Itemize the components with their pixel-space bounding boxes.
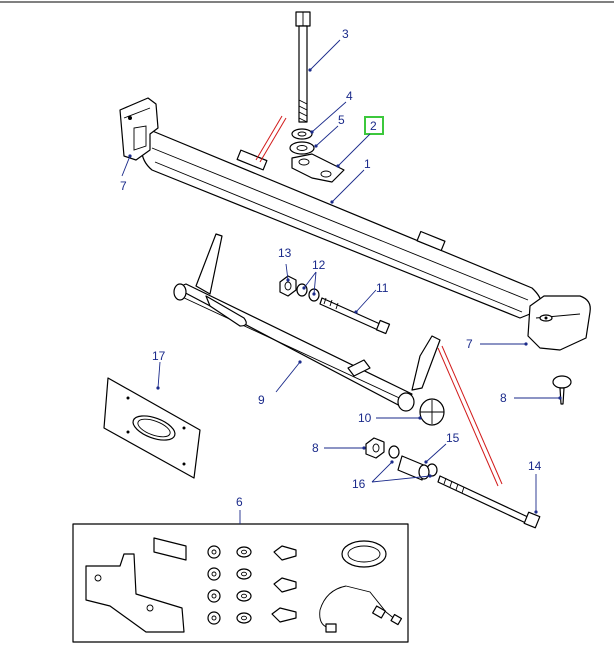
kit-bolts bbox=[271, 545, 297, 623]
callout-5[interactable]: 5 bbox=[338, 113, 345, 127]
nut-9-part[interactable] bbox=[365, 437, 385, 459]
kit-harness bbox=[319, 585, 397, 629]
callout-8[interactable]: 8 bbox=[500, 391, 507, 405]
pivot-tube-part[interactable] bbox=[173, 233, 441, 412]
nut-14-part[interactable] bbox=[279, 275, 297, 297]
washer-13-part[interactable] bbox=[296, 283, 320, 302]
callout-labels: 3 4 5 2 1 7 13 12 11 7 17 9 8 10 15 8 14… bbox=[120, 27, 542, 509]
callout-2[interactable]: 2 bbox=[370, 119, 377, 133]
callout-10[interactable]: 9 bbox=[258, 393, 265, 407]
washer-4-part[interactable] bbox=[291, 128, 313, 140]
guide-line-top-b bbox=[259, 117, 287, 163]
bolt-15-part[interactable] bbox=[437, 475, 541, 529]
kit-washers bbox=[236, 546, 252, 624]
callout-14[interactable]: 13 bbox=[278, 246, 292, 260]
guide-line-lower-a bbox=[437, 347, 499, 487]
spacer-16-part[interactable] bbox=[397, 455, 430, 481]
bolt-12-part[interactable] bbox=[319, 297, 391, 335]
callout-9[interactable]: 8 bbox=[312, 441, 319, 455]
end-cap-right-part[interactable] bbox=[527, 295, 591, 351]
washer-5-part[interactable] bbox=[289, 141, 315, 155]
callout-12[interactable]: 11 bbox=[376, 281, 389, 295]
guide-line-lower-b bbox=[441, 345, 503, 485]
bolt-3-part[interactable] bbox=[295, 11, 311, 123]
callout-18[interactable]: 17 bbox=[152, 349, 166, 363]
kit-badge bbox=[341, 540, 387, 568]
highlight-box-2 bbox=[364, 116, 384, 135]
callout-13[interactable]: 12 bbox=[312, 258, 326, 272]
guide-line-top-a bbox=[255, 115, 283, 161]
callout-6[interactable]: 6 bbox=[236, 495, 243, 509]
callout-16[interactable]: 15 bbox=[446, 431, 460, 445]
bracket-2-part[interactable] bbox=[291, 153, 345, 183]
end-cap-left-part[interactable] bbox=[119, 97, 159, 161]
callout-4[interactable]: 4 bbox=[346, 89, 353, 103]
callout-1[interactable]: 1 bbox=[364, 157, 371, 171]
kit-box-6[interactable] bbox=[72, 523, 409, 643]
kit-nuts bbox=[207, 545, 221, 625]
clip-8-part[interactable] bbox=[552, 375, 572, 405]
callout-7-left[interactable]: 7 bbox=[120, 179, 127, 193]
callout-15[interactable]: 14 bbox=[528, 459, 542, 473]
callout-7-right[interactable]: 7 bbox=[466, 337, 473, 351]
callout-17[interactable]: 16 bbox=[352, 477, 366, 491]
callout-11[interactable]: 10 bbox=[358, 411, 372, 425]
plate-bracket-18-part[interactable] bbox=[103, 377, 201, 479]
plug-11-part[interactable] bbox=[419, 398, 445, 426]
crossmember-part[interactable] bbox=[141, 129, 542, 319]
leader-lines bbox=[121, 39, 562, 524]
callout-3[interactable]: 3 bbox=[342, 27, 349, 41]
